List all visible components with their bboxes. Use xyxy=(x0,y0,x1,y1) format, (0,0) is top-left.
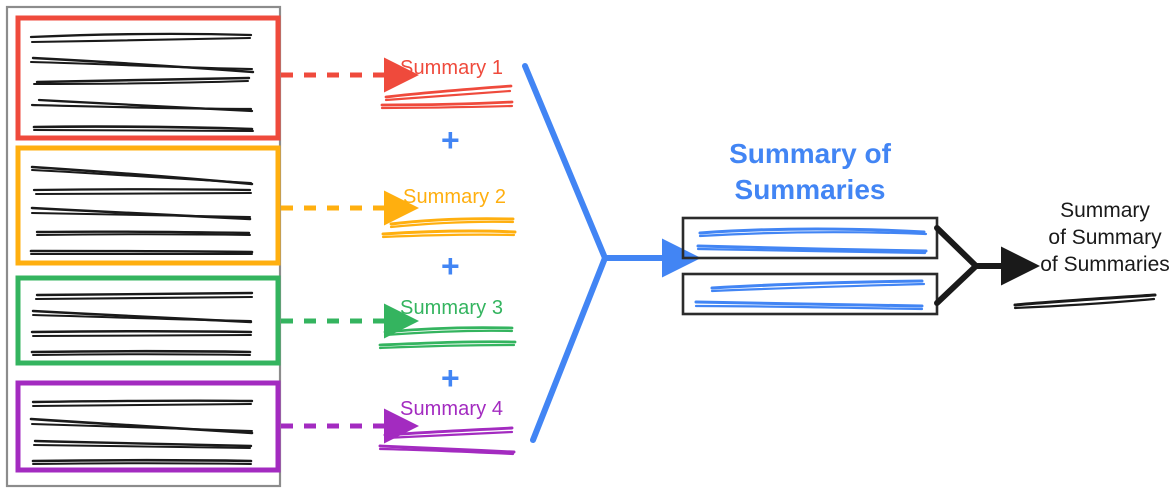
plus-sign-1: + xyxy=(441,122,460,158)
sos-box-2[interactable] xyxy=(681,272,939,316)
plus-sign-2: + xyxy=(441,248,460,284)
chunk-box-2[interactable] xyxy=(15,145,281,266)
chunk-box-3[interactable] xyxy=(15,275,281,366)
chunk-3-scribbles xyxy=(30,291,254,356)
final-output-label-line1: Summary xyxy=(1060,199,1150,222)
sos-box-1-scribbles xyxy=(696,227,928,255)
summary-4-label: Summary 4 xyxy=(400,398,504,420)
sos-box-1[interactable] xyxy=(681,216,939,260)
final-output-scribbles xyxy=(1013,293,1157,310)
summary-2-scribbles xyxy=(381,217,517,239)
summary-1-scribbles xyxy=(380,84,514,110)
summary-of-summaries-title-line2: Summaries xyxy=(734,174,886,205)
chunk-box-1[interactable] xyxy=(15,15,281,141)
final-output-label-line2: of Summary xyxy=(1048,226,1162,249)
summary-of-summaries-title-line1: Summary of xyxy=(729,138,891,169)
summary-4-scribbles xyxy=(378,426,516,456)
summary-3-scribbles xyxy=(378,326,517,350)
plus-sign-3: + xyxy=(441,360,460,396)
chunk-box-4[interactable] xyxy=(15,380,281,473)
chunk-2-scribbles xyxy=(29,165,254,256)
final-output-label-line3: of Summaries xyxy=(1040,253,1170,276)
chunk-1-scribbles xyxy=(29,32,255,132)
sos-box-2-scribbles xyxy=(694,279,926,311)
merge-arrow-blue xyxy=(522,63,701,443)
merge-arrow-black xyxy=(934,225,1040,306)
summary-3-label: Summary 3 xyxy=(400,297,504,319)
summary-2-label: Summary 2 xyxy=(403,186,507,208)
summary-1-label: Summary 1 xyxy=(400,57,504,79)
chunk-4-scribbles xyxy=(29,399,254,465)
